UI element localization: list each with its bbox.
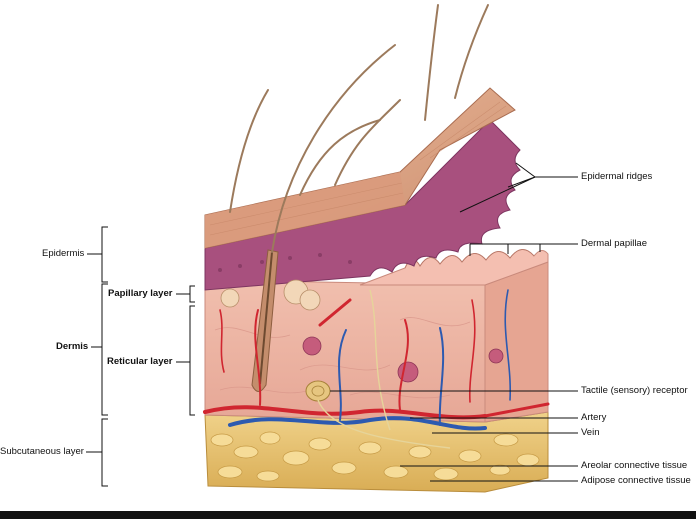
- nerve-fibers-illustration: [317, 289, 451, 449]
- label-tactile-receptor: Tactile (sensory) receptor: [581, 385, 688, 396]
- label-subcutaneous-layer: Subcutaneous layer: [0, 446, 84, 457]
- artery-vessels-illustration: [203, 298, 550, 420]
- dermis-illustration: [204, 261, 549, 423]
- label-areolar-tissue: Areolar connective tissue: [581, 460, 688, 471]
- label-artery: Artery: [581, 412, 607, 423]
- vein-vessels-illustration: [228, 289, 512, 431]
- label-dermal-papillae: Dermal papillae: [581, 238, 648, 249]
- label-vein: Vein: [581, 427, 600, 438]
- hair-shafts-illustration: [229, 4, 489, 253]
- label-dermis: Dermis: [56, 341, 89, 352]
- label-papillary-layer: Papillary layer: [108, 288, 173, 299]
- label-leader-lines: [86, 162, 578, 487]
- tactile-receptor-illustration: [305, 380, 331, 402]
- label-epidermis: Epidermis: [42, 248, 85, 259]
- bottom-border-bar: [0, 511, 696, 519]
- sebaceous-gland-illustration: [220, 279, 321, 311]
- label-epidermal-ridges: Epidermal ridges: [581, 171, 653, 182]
- subcutaneous-layer-illustration: [204, 411, 549, 493]
- dermal-papillae-illustration: [359, 249, 549, 286]
- label-adipose-tissue: Adipose connective tissue: [581, 475, 691, 486]
- label-reticular-layer: Reticular layer: [107, 356, 173, 367]
